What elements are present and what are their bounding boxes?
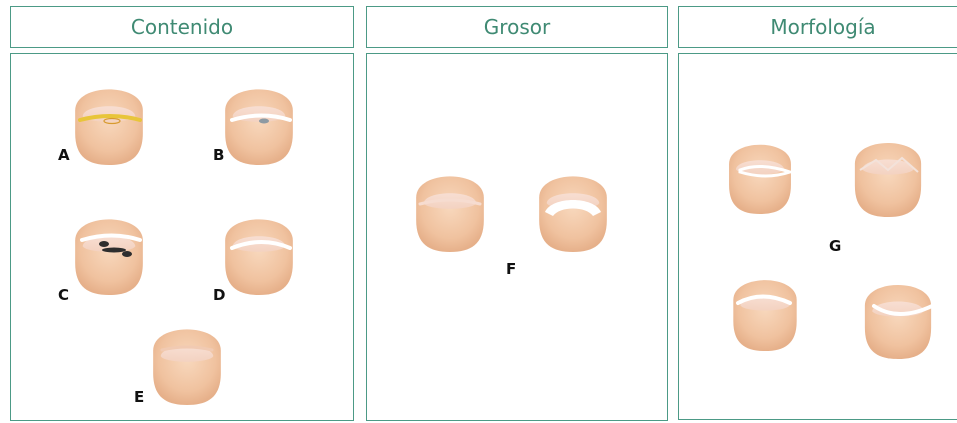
label-d: D [213, 286, 225, 304]
finger-tip-icon [416, 176, 484, 252]
finger-tip-icon [855, 143, 921, 217]
finger-g-4 [865, 285, 932, 359]
finger-tip-icon [733, 280, 796, 351]
finger-tip-icon [865, 285, 931, 359]
label-g: G [829, 237, 841, 255]
label-f: F [506, 260, 516, 278]
label-c: C [58, 286, 69, 304]
finger-tip-icon [729, 145, 791, 214]
finger-a [75, 89, 143, 165]
finger-b [225, 89, 293, 165]
finger-tip-icon [225, 89, 293, 165]
finger-d [225, 219, 293, 295]
dark-deposit-mark [122, 251, 132, 257]
finger-tip-icon [539, 176, 607, 252]
finger-c [75, 219, 143, 295]
label-e: E [134, 388, 144, 406]
finger-tip-icon [75, 219, 143, 295]
finger-g-1 [729, 145, 791, 214]
finger-tip-icon [153, 329, 221, 405]
finger-e [153, 329, 221, 405]
dark-deposit-mark [99, 241, 109, 247]
dark-deposit-mark [102, 248, 126, 253]
finger-g-3 [733, 280, 796, 351]
finger-tip-icon [75, 89, 143, 165]
finger-g-2 [855, 143, 921, 217]
label-a: A [58, 146, 70, 164]
grey-deposit-mark [259, 119, 269, 124]
finger-f-thick [539, 176, 607, 252]
finger-f-thin [416, 176, 484, 252]
label-b: B [213, 146, 224, 164]
finger-tip-icon [225, 219, 293, 295]
